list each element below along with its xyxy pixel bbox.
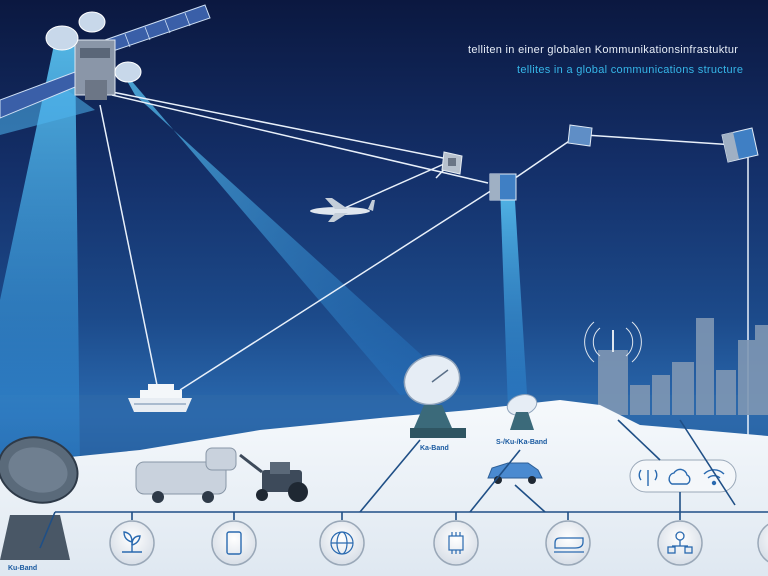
node-train	[545, 520, 591, 566]
node-plant	[109, 520, 155, 566]
cellular-tower-icon	[638, 469, 658, 486]
title-english: tellites in a global communications stru…	[517, 64, 744, 76]
cloud-icon	[668, 468, 691, 485]
tractor	[239, 453, 308, 502]
link-lines	[99, 91, 749, 512]
wifi-icon	[703, 469, 725, 486]
ka-band-dish	[403, 354, 466, 438]
node-tablet	[211, 520, 257, 566]
train-icon	[554, 537, 584, 553]
network-icon	[667, 531, 693, 554]
beam-left-upper	[0, 85, 95, 135]
small-satellite-3	[567, 124, 593, 147]
tanker-truck	[135, 447, 237, 503]
beam-to-station	[500, 185, 528, 410]
main-satellite	[0, 4, 211, 119]
node-chip	[433, 520, 479, 566]
node-network	[657, 520, 703, 566]
connectivity-panel	[629, 459, 737, 493]
title-german: telliten in einer globalen Kommunikation…	[468, 44, 739, 56]
cruise-ship	[128, 384, 192, 412]
beam-to-dish	[118, 65, 460, 395]
small-satellite-1	[441, 151, 463, 175]
tower-signal	[584, 321, 642, 363]
plant-icon	[122, 531, 142, 553]
small-satellite-4	[721, 127, 759, 163]
chip-icon	[448, 532, 464, 554]
city-skyline	[598, 318, 768, 415]
small-satellite-2	[489, 173, 517, 201]
ku-band-dish	[0, 436, 79, 560]
s-ku-ka-band-dish	[506, 394, 538, 430]
car	[487, 462, 543, 484]
tablet-icon	[226, 531, 242, 555]
aircraft	[310, 198, 375, 222]
globe-icon	[330, 531, 354, 555]
label-ka-band: Ka-Band	[420, 445, 449, 452]
ground-network-lines	[39, 419, 768, 549]
beam-left	[0, 40, 80, 470]
label-ku-band: Ku-Band	[8, 565, 38, 572]
node-partial	[757, 523, 768, 563]
node-globe	[319, 520, 365, 566]
label-s-ku-ka-band: S-/Ku-/Ka-Band	[496, 439, 548, 446]
